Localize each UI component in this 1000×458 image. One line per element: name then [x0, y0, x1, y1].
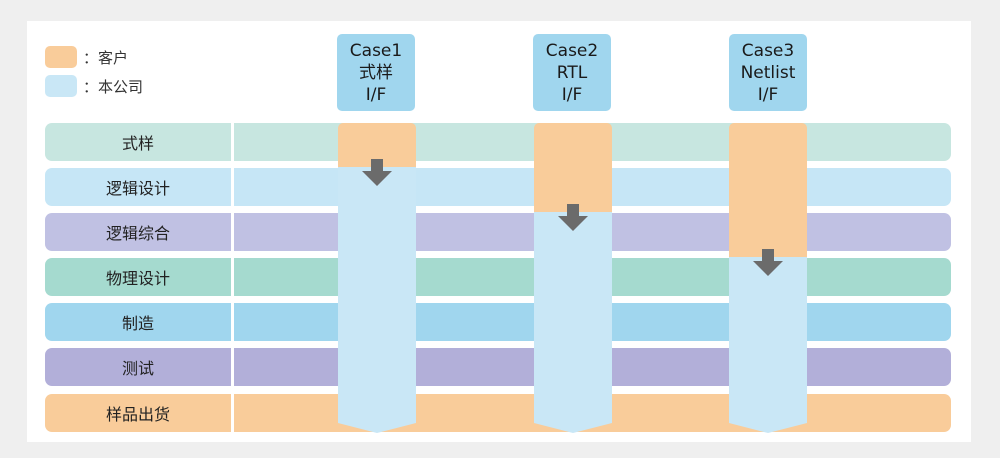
case1-company-segment: [338, 167, 416, 433]
case2-customer-segment: [534, 123, 612, 212]
case2-title: Case2: [545, 40, 599, 61]
row-divider: [231, 348, 234, 386]
case1-header: Case1 式样 I/F: [337, 34, 415, 111]
stage-label-manufacturing: 制造: [121, 314, 154, 333]
legend-customer-label: ：客户: [83, 48, 129, 67]
stage-label-physical-design: 物理设计: [105, 269, 170, 288]
legend-customer-swatch: [45, 46, 77, 68]
case3-handoff-arrow-icon: [753, 249, 783, 276]
case3-header: Case3 Netlist I/F: [729, 34, 807, 111]
case3-company-segment: [729, 257, 807, 433]
row-divider: [231, 168, 234, 206]
row-divider: [231, 394, 234, 432]
case2-company-segment: [534, 212, 612, 433]
case3-interface: I/F: [757, 84, 779, 105]
legend-company: ：本公司: [45, 75, 143, 97]
case3-title: Case3: [741, 40, 795, 61]
row-divider: [231, 258, 234, 296]
row-divider: [231, 213, 234, 251]
case1-interface: I/F: [365, 84, 387, 105]
case2-interface: I/F: [561, 84, 583, 105]
row-divider: [231, 123, 234, 161]
case2-handoff-item: RTL: [556, 62, 588, 83]
case1-handoff-arrow-icon: [362, 159, 392, 186]
stage-label-logic-synthesis: 逻辑综合: [105, 224, 170, 243]
legend-customer: ：客户: [45, 46, 128, 68]
stage-label-sample-shipment: 样品出货: [105, 405, 170, 424]
row-divider: [231, 303, 234, 341]
legend-company-label: ：本公司: [83, 77, 144, 96]
case3-handoff-item: Netlist: [740, 62, 796, 83]
case3-customer-segment: [729, 123, 807, 257]
stage-label-logic-design: 逻辑设计: [105, 179, 170, 198]
legend-company-swatch: [45, 75, 77, 97]
case2-handoff-arrow-icon: [558, 204, 588, 231]
case1-customer-segment: [338, 123, 416, 167]
case1-handoff-item: 式样: [359, 62, 393, 83]
stage-label-spec: 式样: [121, 134, 154, 153]
case2-header: Case2 RTL I/F: [533, 34, 611, 111]
stage-label-test: 测试: [121, 359, 154, 378]
case1-title: Case1: [349, 40, 403, 61]
